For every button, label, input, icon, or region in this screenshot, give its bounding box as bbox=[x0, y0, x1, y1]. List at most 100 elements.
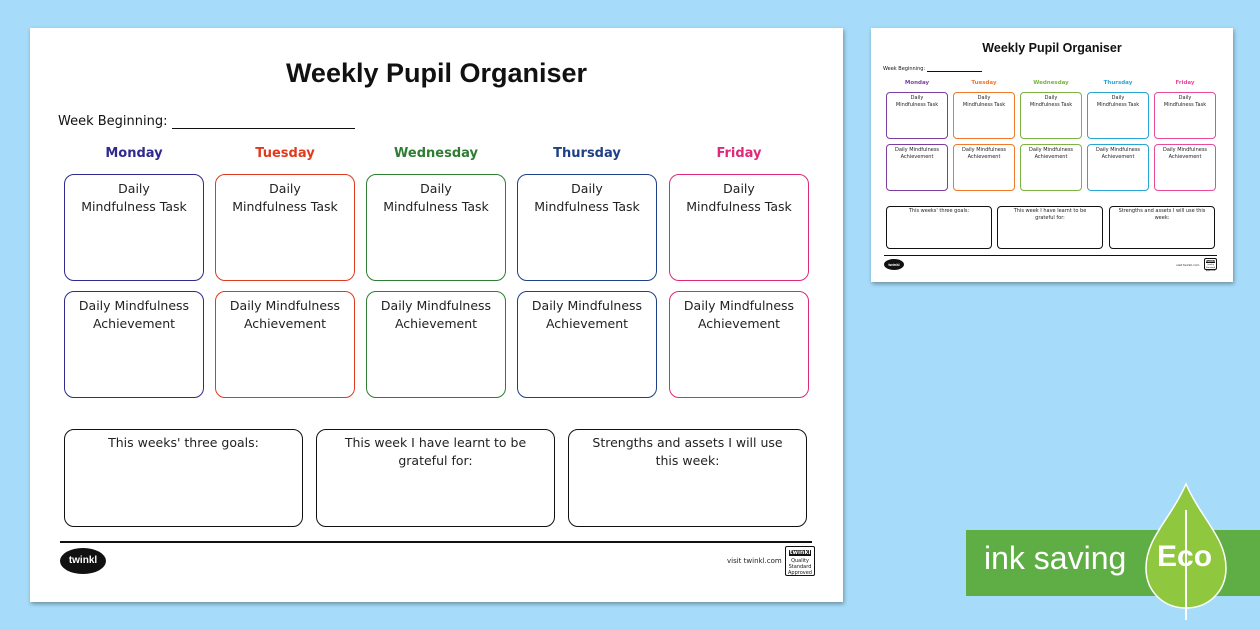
thumbnail-ach-line1: Daily Mindfulness bbox=[894, 147, 940, 153]
visit-link-text: visit twinkl.com bbox=[727, 557, 782, 565]
thumbnail-ach-line2: Achievement bbox=[967, 154, 1001, 160]
thumbnail-task-line2: Mindfulness Task bbox=[962, 102, 1006, 108]
thumbnail-footer-divider bbox=[884, 255, 1217, 256]
achievement-box-line2: Achievement bbox=[394, 315, 478, 331]
thumbnail-task-line2: Mindfulness Task bbox=[1029, 102, 1073, 108]
thumbnail-ach-line2: Achievement bbox=[1034, 154, 1068, 160]
thumbnail-week-line bbox=[927, 68, 983, 72]
achievement-box-line2: Achievement bbox=[92, 315, 176, 331]
thumbnail-task-line1: Daily bbox=[1044, 95, 1058, 101]
thumbnail-twinkl-logo: twinkl bbox=[884, 259, 904, 270]
thumbnail-day-monday: Monday bbox=[904, 80, 930, 86]
eco-badge-text: Eco bbox=[1157, 540, 1213, 573]
task-box-line2: Mindfulness Task bbox=[81, 198, 187, 214]
thumbnail-task-line2: Mindfulness Task bbox=[1096, 102, 1140, 108]
mindfulness-task-box-tuesday: Daily Mindfulness Task bbox=[215, 174, 355, 281]
thumbnail-ach-line1: Daily Mindfulness bbox=[1028, 147, 1074, 153]
thumbnail-task-line2: Mindfulness Task bbox=[1163, 102, 1207, 108]
thumbnail-title: Weekly Pupil Organiser bbox=[982, 41, 1122, 55]
mindfulness-achievement-box-wednesday: Daily Mindfulness Achievement bbox=[366, 291, 506, 398]
mindfulness-achievement-box-monday: Daily Mindfulness Achievement bbox=[64, 291, 204, 398]
achievement-box-line1: Daily Mindfulness bbox=[78, 298, 190, 313]
worksheet-page: Weekly Pupil Organiser Week Beginning: M… bbox=[30, 28, 843, 602]
achievement-box-line1: Daily Mindfulness bbox=[683, 298, 795, 313]
mindfulness-achievement-box-friday: Daily Mindfulness Achievement bbox=[669, 291, 809, 398]
week-beginning-row: Week Beginning: bbox=[58, 114, 355, 129]
twinkl-logo: twinkl bbox=[60, 548, 106, 574]
thumbnail-ach-line2: Achievement bbox=[1168, 154, 1202, 160]
thumbnail-ach-line1: Daily Mindfulness bbox=[1095, 147, 1141, 153]
thumbnail-day-thursday: Thursday bbox=[1103, 80, 1133, 86]
thumbnail-task-line1: Daily bbox=[1178, 95, 1192, 101]
task-box-line1: Daily bbox=[269, 181, 301, 196]
eco-leaf-icon bbox=[1145, 482, 1227, 620]
badge-caption: Quality Standard Approved bbox=[788, 558, 812, 576]
thumbnail-preview: Weekly Pupil Organiser Week Beginning: M… bbox=[871, 28, 1233, 282]
thumbnail-task-line2: Mindfulness Task bbox=[895, 102, 939, 108]
task-box-line1: Daily bbox=[420, 181, 452, 196]
thumbnail-ach-line2: Achievement bbox=[1101, 154, 1135, 160]
task-box-line2: Mindfulness Task bbox=[383, 198, 489, 214]
goals-box: This weeks' three goals: bbox=[64, 429, 303, 527]
task-box-line1: Daily bbox=[118, 181, 150, 196]
day-heading-tuesday: Tuesday bbox=[255, 146, 315, 161]
thumbnail-ach-line1: Daily Mindfulness bbox=[1162, 147, 1208, 153]
thumbnail-task-line1: Daily bbox=[910, 95, 924, 101]
strengths-box: Strengths and assets I will use this wee… bbox=[568, 429, 807, 527]
thumbnail-visit-text: visit twinkl.com bbox=[1176, 263, 1200, 267]
thumbnail-badge-logo: twinkl bbox=[1206, 260, 1215, 263]
quality-standard-badge: twinkl Quality Standard Approved bbox=[785, 546, 815, 576]
achievement-box-line2: Achievement bbox=[243, 315, 327, 331]
task-box-line2: Mindfulness Task bbox=[686, 198, 792, 214]
achievement-box-line1: Daily Mindfulness bbox=[229, 298, 341, 313]
task-box-line2: Mindfulness Task bbox=[232, 198, 338, 214]
mindfulness-achievement-box-tuesday: Daily Mindfulness Achievement bbox=[215, 291, 355, 398]
thumbnail-ach-line2: Achievement bbox=[900, 154, 934, 160]
thumbnail-goals-box: This weeks' three goals: bbox=[886, 206, 992, 249]
achievement-box-line1: Daily Mindfulness bbox=[380, 298, 492, 313]
ink-saving-label: ink saving bbox=[984, 540, 1127, 576]
mindfulness-achievement-box-thursday: Daily Mindfulness Achievement bbox=[517, 291, 657, 398]
mindfulness-task-box-monday: Daily Mindfulness Task bbox=[64, 174, 204, 281]
thumbnail-day-friday: Friday bbox=[1175, 80, 1195, 86]
thumbnail-badge-caption: Quality Standard Approved bbox=[1205, 264, 1216, 272]
day-heading-monday: Monday bbox=[105, 146, 163, 161]
thumbnail-day-tuesday: Tuesday bbox=[971, 80, 997, 86]
task-box-line2: Mindfulness Task bbox=[534, 198, 640, 214]
day-heading-thursday: Thursday bbox=[553, 146, 621, 161]
thumbnail-grateful-box: This week I have learnt to be grateful f… bbox=[997, 206, 1103, 249]
week-beginning-line bbox=[171, 117, 355, 129]
task-box-line1: Daily bbox=[571, 181, 603, 196]
grateful-box: This week I have learnt to be grateful f… bbox=[316, 429, 555, 527]
thumbnail-quality-badge: twinkl Quality Standard Approved bbox=[1204, 258, 1217, 272]
task-box-line1: Daily bbox=[723, 181, 755, 196]
mindfulness-task-box-thursday: Daily Mindfulness Task bbox=[517, 174, 657, 281]
mindfulness-task-box-friday: Daily Mindfulness Task bbox=[669, 174, 809, 281]
achievement-box-line1: Daily Mindfulness bbox=[531, 298, 643, 313]
day-heading-wednesday: Wednesday bbox=[394, 146, 478, 161]
achievement-box-line2: Achievement bbox=[545, 315, 629, 331]
footer-divider bbox=[60, 541, 812, 543]
thumbnail-week-row: Week Beginning: bbox=[883, 66, 983, 72]
thumbnail-day-wednesday: Wednesday bbox=[1033, 80, 1069, 86]
badge-logo-text: twinkl bbox=[789, 549, 811, 556]
thumbnail-task-line1: Daily bbox=[1111, 95, 1125, 101]
page-title: Weekly Pupil Organiser bbox=[285, 58, 588, 88]
thumbnail-strengths-box: Strengths and assets I will use this wee… bbox=[1109, 206, 1215, 249]
day-heading-friday: Friday bbox=[716, 146, 762, 161]
thumbnail-task-line1: Daily bbox=[977, 95, 991, 101]
achievement-box-line2: Achievement bbox=[697, 315, 781, 331]
thumbnail-week-label: Week Beginning: bbox=[883, 66, 926, 72]
mindfulness-task-box-wednesday: Daily Mindfulness Task bbox=[366, 174, 506, 281]
week-beginning-label: Week Beginning: bbox=[58, 114, 168, 129]
